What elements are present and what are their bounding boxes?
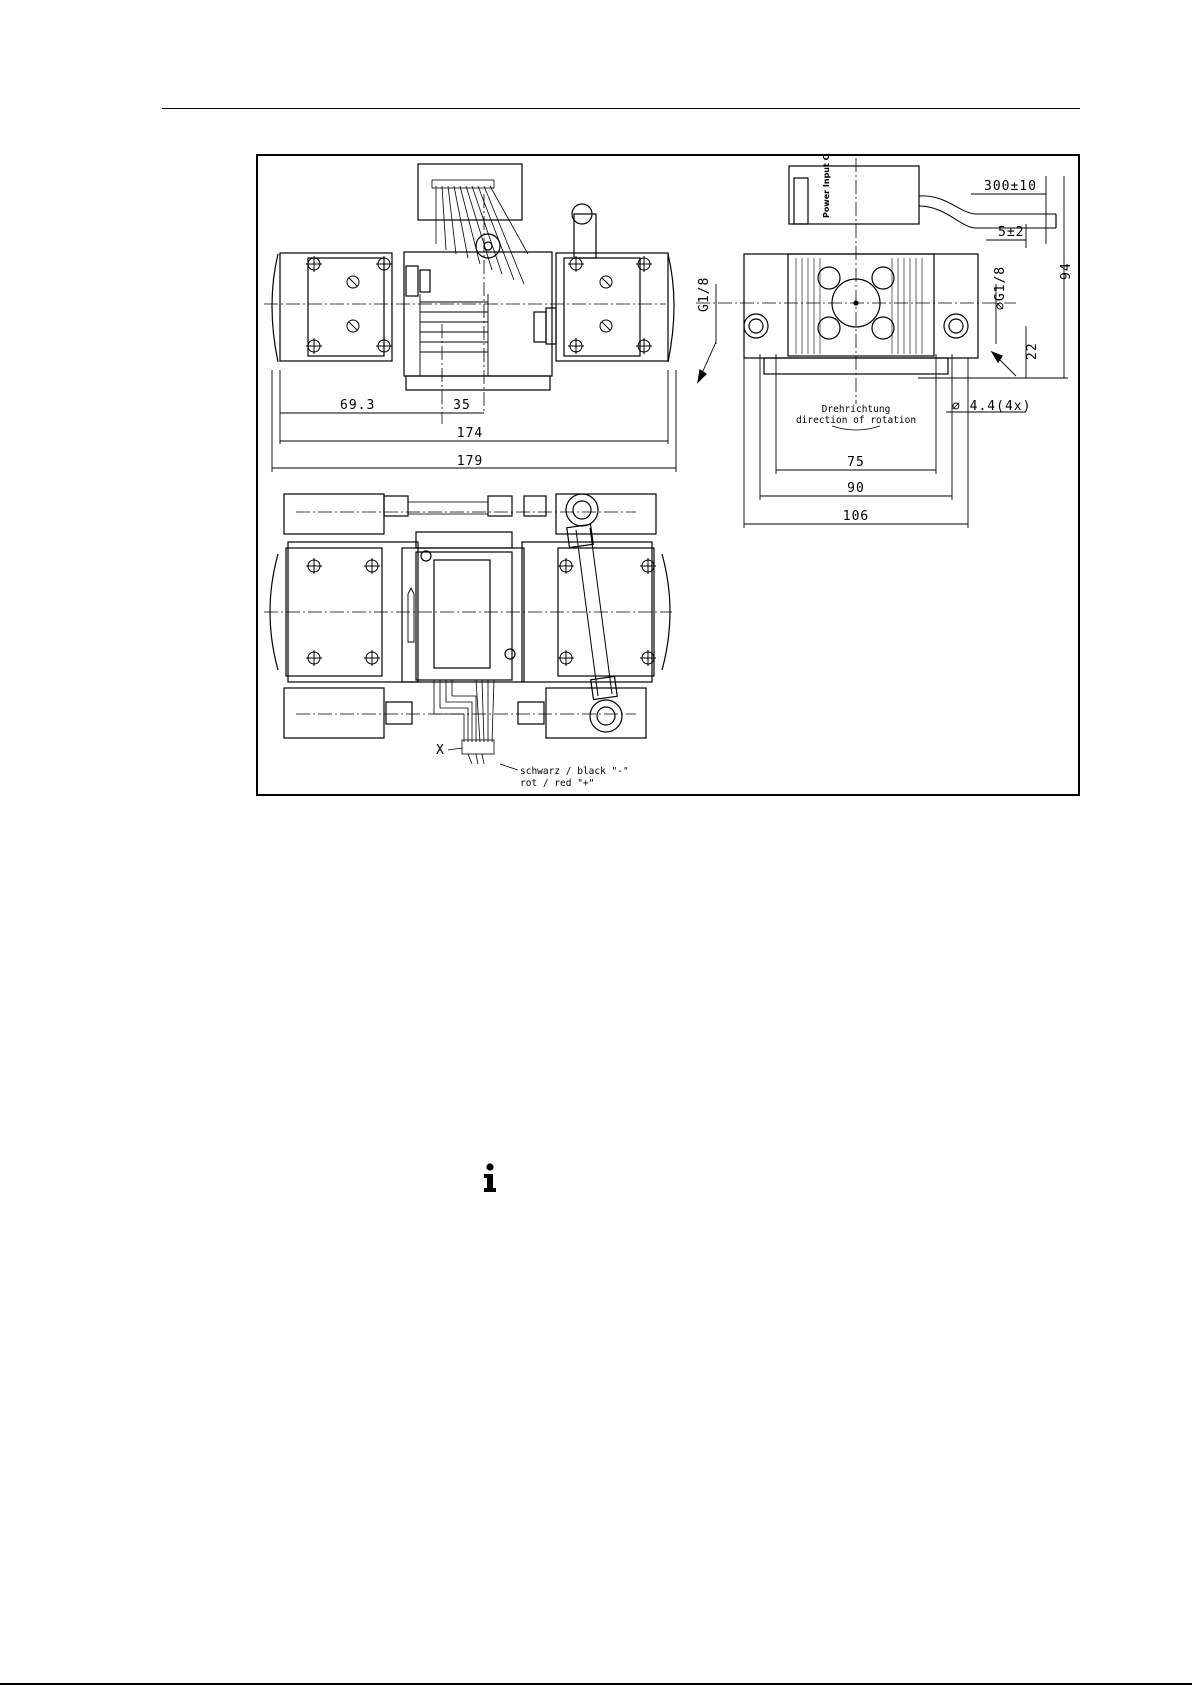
- wire-red-label: rot / red "+": [520, 778, 594, 789]
- dim-179: 179: [457, 454, 483, 469]
- dim-174: 174: [457, 426, 483, 441]
- wire-black-label: schwarz / black "-": [520, 766, 629, 777]
- dim-90: 90: [847, 481, 865, 496]
- dim-strip-length: 5±2: [998, 225, 1024, 240]
- dim-22: 22: [1025, 342, 1040, 360]
- dim-94: 94: [1059, 262, 1074, 280]
- header-rule: [162, 108, 1080, 109]
- info-icon: [482, 1163, 498, 1193]
- side-view: Power Input Control: [696, 154, 1074, 528]
- rotation-label-en: direction of rotation: [796, 415, 916, 426]
- dim-69-3: 69.3: [340, 398, 375, 413]
- connector-label: Power Input Control: [822, 154, 831, 218]
- dim-35: 35: [453, 398, 471, 413]
- drawing-frame: [257, 155, 1079, 795]
- dim-106: 106: [843, 509, 869, 524]
- technical-drawing: 69.3 35 174 179 Power Input Control: [256, 154, 1080, 796]
- front-view: 69.3 35 174 179: [264, 164, 676, 472]
- port-left: G1/8: [697, 277, 712, 312]
- dim-75: 75: [847, 455, 865, 470]
- top-view: X schwarz / black "-" rot / red "+": [264, 494, 672, 789]
- port-right: ⌀G1/8: [993, 266, 1008, 310]
- rotation-label-de: Drehrichtung: [822, 404, 891, 415]
- wire-marker: X: [436, 743, 445, 758]
- hole-spec: ⌀ 4.4(4x): [952, 399, 1031, 414]
- dim-cable-length: 300±10: [984, 179, 1037, 194]
